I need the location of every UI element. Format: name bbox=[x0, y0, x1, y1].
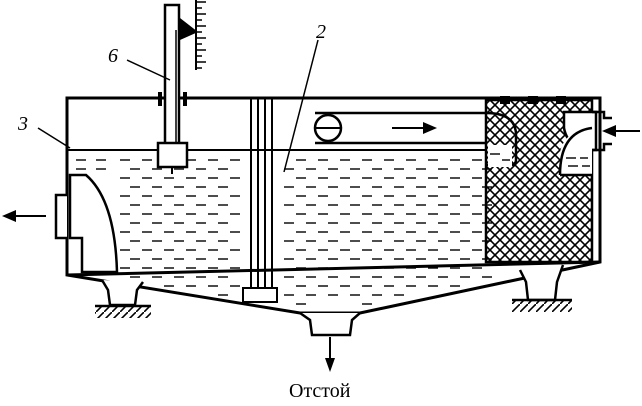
leader-lines bbox=[37, 39, 319, 173]
right-inlet-pipe bbox=[592, 110, 612, 152]
flow-arrow-down-icon bbox=[325, 337, 335, 372]
water-dashes bbox=[76, 159, 492, 305]
left-outlet bbox=[54, 173, 119, 274]
right-support bbox=[512, 264, 572, 312]
callout-3: 3 bbox=[17, 113, 28, 135]
flow-arrow-right-icon bbox=[392, 122, 437, 134]
sludge-caption: Отстой bbox=[289, 380, 351, 402]
sludge-outlet bbox=[299, 311, 361, 337]
filter-block bbox=[484, 96, 598, 264]
level-gauge bbox=[156, 0, 206, 174]
centre-pipes bbox=[242, 98, 278, 303]
callout-2: 2 bbox=[316, 21, 326, 43]
callout-6: 6 bbox=[108, 45, 118, 67]
inlet-circle-icon bbox=[313, 113, 343, 143]
left-support bbox=[95, 279, 151, 318]
flow-arrow-left-icon bbox=[2, 210, 46, 222]
flow-arrow-inflow-icon bbox=[602, 125, 640, 137]
